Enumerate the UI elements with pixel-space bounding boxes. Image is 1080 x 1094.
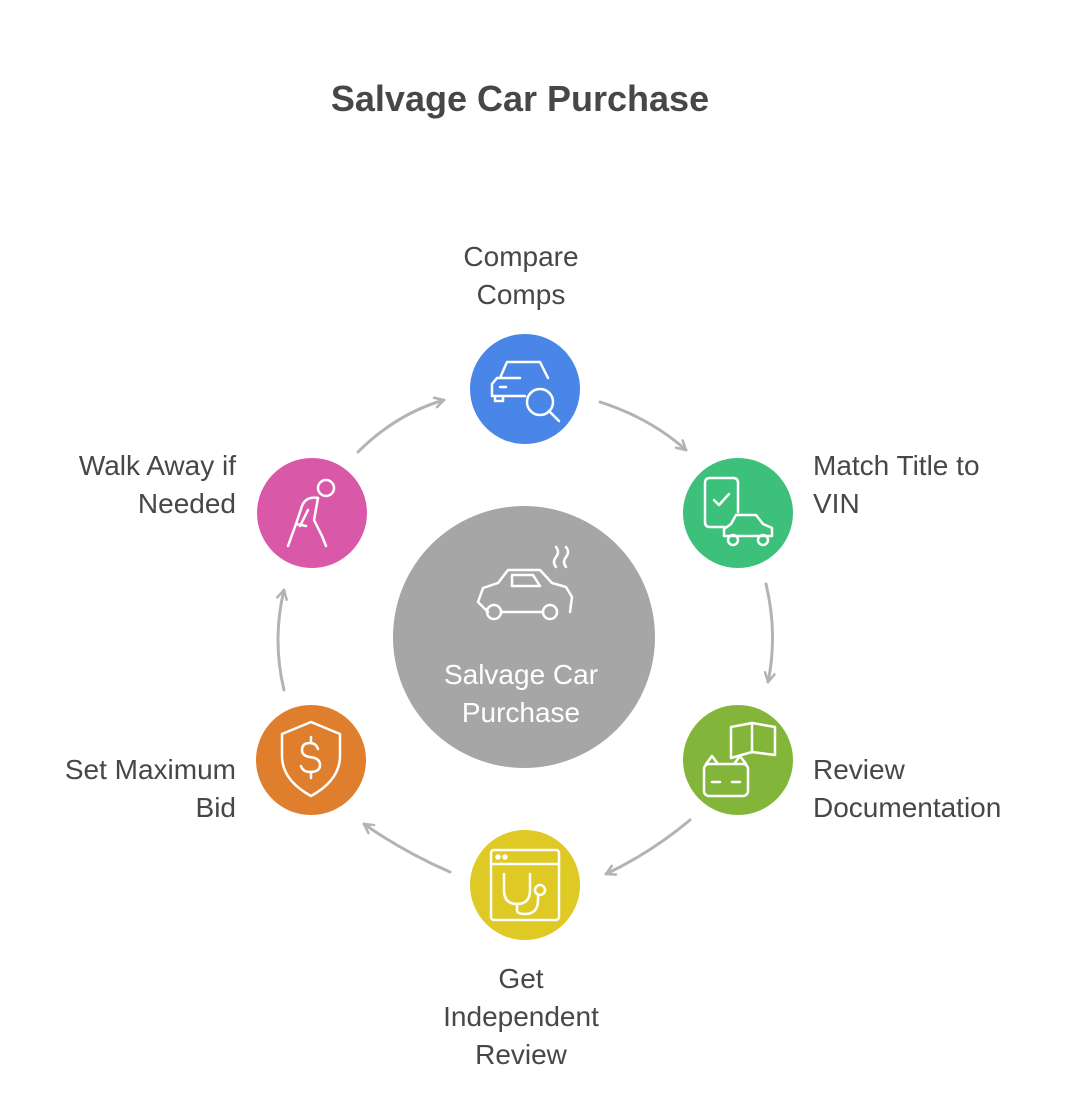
book-robot-icon [702,721,777,798]
step-label-compare-comps: Compare Comps [463,241,579,310]
arrow-walk-to-compare [356,400,446,454]
step-circle-get-review [470,830,580,940]
damaged-car-icon [476,545,574,621]
diagram-title: Salvage Car Purchase [330,78,710,119]
car-search-icon [490,360,561,423]
arrow-get-to-set [362,822,452,874]
step-circle-compare-comps [470,334,580,444]
step-label-review-docs: Review Documentation [813,754,1002,823]
shield-dollar-icon [280,720,342,798]
arrow-match-to-review [766,582,773,684]
center-circle [393,506,655,768]
walking-away-icon [286,478,336,548]
step-circle-walk-away [257,458,367,568]
step-label-match-title: Match Title to VIN [813,450,980,519]
phone-car-check-icon [703,476,774,547]
step-label-get-review: Get Independent Review [443,963,599,1070]
arrow-compare-to-match [598,400,688,452]
stethoscope-window-icon [489,848,561,922]
arrow-review-to-get [604,818,692,874]
arrow-set-to-walk [278,588,284,692]
cycle-arrows [278,400,773,874]
step-label-set-bid: Set Maximum Bid [64,754,236,823]
step-label-walk-away: Walk Away if Needed [78,450,236,519]
center-label: Salvage Car Purchase [443,659,599,728]
